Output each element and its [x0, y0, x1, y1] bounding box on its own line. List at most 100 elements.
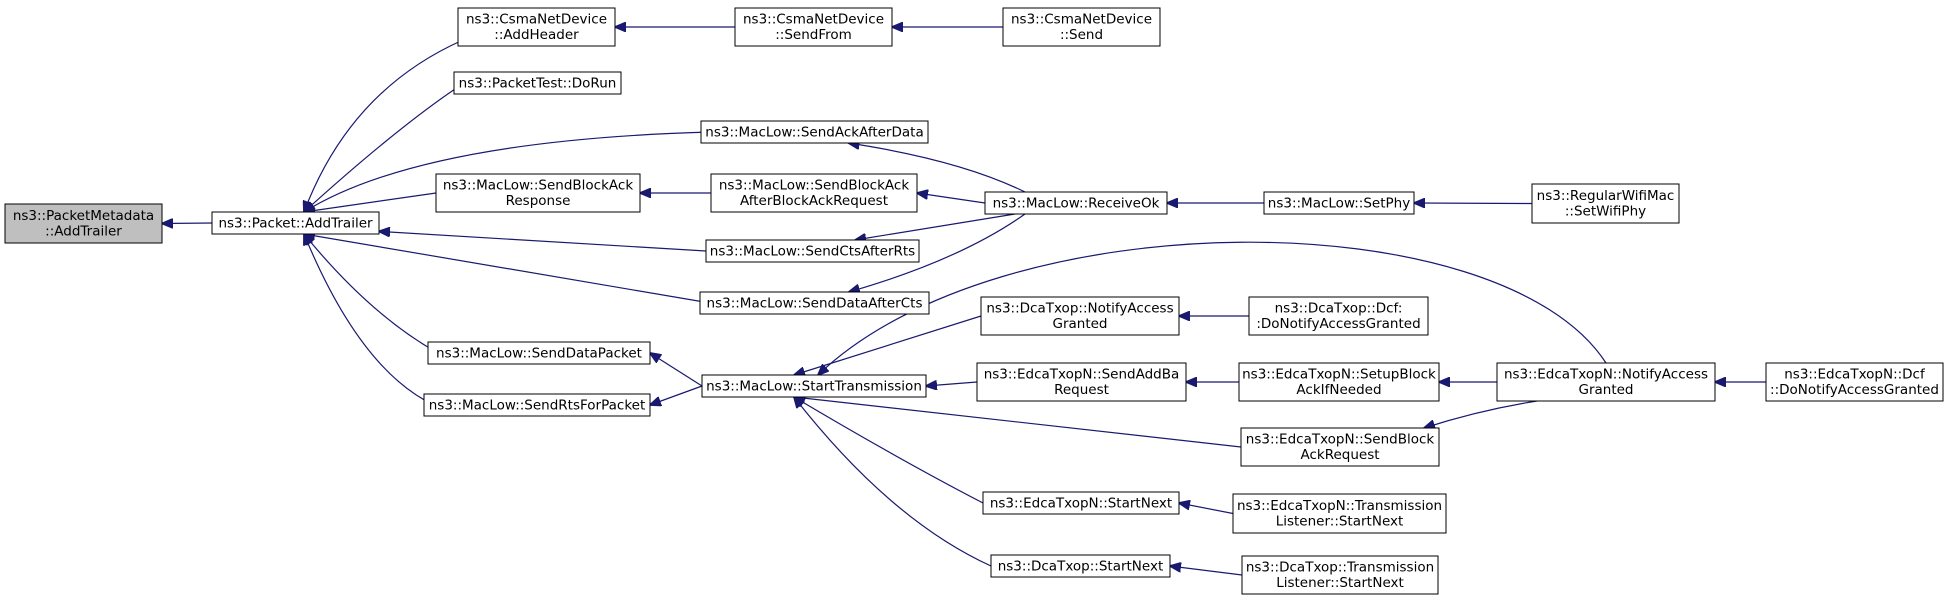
edge-senddataaftercts-to-addtrailer: [304, 234, 711, 304]
node-setphy[interactable]: ns3::MacLow::SetPhy: [1263, 191, 1415, 215]
edge-edca-notifyaccess-to-edca-sendblockackreq: [1424, 400, 1538, 428]
node-label-line: ns3::MacLow::SendBlockAck: [443, 178, 633, 194]
node-edca-startnext[interactable]: ns3::EdcaTxopN::StartNext: [982, 491, 1180, 515]
node-box: [699, 291, 930, 315]
edge-sendctsafterrts-to-addtrailer: [379, 231, 707, 252]
node-label-line: ns3::EdcaTxopN::StartNext: [990, 495, 1172, 511]
edge-dca-translistener-to-dca-startnext: [1170, 566, 1243, 576]
node-box: [423, 393, 651, 417]
edges-layer: [162, 27, 1766, 576]
edge-edca-translistener-to-edca-startnext: [1179, 503, 1234, 515]
node-box: [1248, 296, 1429, 336]
node-box: [1232, 493, 1447, 534]
edge-starttransmission-to-senddatapacket: [650, 353, 703, 387]
node-box: [1263, 191, 1415, 215]
node-box: [435, 173, 641, 213]
node-edca-notifyaccess[interactable]: ns3::EdcaTxopN::NotifyAccessGranted: [1496, 362, 1716, 402]
node-label-line: ::SendFrom: [775, 27, 852, 43]
node-receiveok[interactable]: ns3::MacLow::ReceiveOk: [984, 191, 1168, 215]
node-box: [457, 7, 616, 47]
node-dca-startnext[interactable]: ns3::DcaTxop::StartNext: [990, 554, 1171, 578]
node-dca-translistener[interactable]: ns3::DcaTxop::TransmissionListener::Star…: [1241, 555, 1439, 595]
node-label-line: Granted: [1578, 382, 1633, 398]
edge-sendackafterdata-to-addtrailer: [304, 131, 712, 212]
node-box: [701, 374, 927, 398]
node-label-line: ns3::MacLow::SendRtsForPacket: [429, 397, 646, 413]
node-label-line: ns3::CsmaNetDevice: [743, 12, 884, 28]
nodes-layer: ns3::PacketMetadata::AddTrailerns3::Pack…: [4, 7, 1944, 595]
node-starttransmission[interactable]: ns3::MacLow::StartTransmission: [701, 374, 927, 398]
node-label-line: ns3::MacLow::SendCtsAfterRts: [710, 243, 915, 259]
node-label-line: ns3::EdcaTxopN::Transmission: [1237, 498, 1442, 514]
node-label-line: ns3::MacLow::SetPhy: [1268, 195, 1410, 211]
node-label-line: ns3::MacLow::SendDataPacket: [436, 345, 642, 361]
node-label-line: ns3::MacLow::SendBlockAck: [719, 178, 909, 194]
edge-starttransmission-to-sendrtsforpacket: [650, 385, 703, 405]
node-label-line: ns3::RegularWifiMac: [1537, 188, 1675, 204]
node-label-line: ns3::EdcaTxopN::Dcf: [1784, 367, 1926, 383]
node-label-line: ::DoNotifyAccessGranted: [1770, 382, 1939, 398]
edge-addtrailer-to-root: [162, 223, 213, 224]
node-box: [984, 191, 1168, 215]
node-sendrtsforpacket[interactable]: ns3::MacLow::SendRtsForPacket: [423, 393, 651, 417]
node-csma-send[interactable]: ns3::CsmaNetDevice::Send: [1002, 7, 1161, 47]
edge-packettest-to-addtrailer: [304, 82, 465, 212]
node-label-line: AckIfNeeded: [1296, 382, 1381, 398]
edge-edca-sendblockackreq-to-starttransmission: [794, 397, 1242, 448]
node-dca-notifyaccess[interactable]: ns3::DcaTxop::NotifyAccessGranted: [980, 296, 1180, 336]
node-box: [4, 203, 163, 244]
node-csma-addheader[interactable]: ns3::CsmaNetDevice::AddHeader: [457, 7, 616, 47]
node-label-line: ns3::EdcaTxopN::NotifyAccess: [1504, 367, 1708, 383]
node-label-line: ns3::Packet::AddTrailer: [218, 215, 373, 231]
node-label-line: ::AddTrailer: [45, 224, 122, 240]
node-senddatapacket[interactable]: ns3::MacLow::SendDataPacket: [427, 341, 651, 365]
node-label-line: ns3::PacketTest::DoRun: [459, 75, 617, 91]
node-sendblockackafter[interactable]: ns3::MacLow::SendBlockAckAfterBlockAckRe…: [710, 173, 918, 213]
edge-sendblockackresponse-to-addtrailer: [304, 192, 437, 212]
node-label-line: Response: [506, 193, 571, 209]
node-label-line: ::SetWifiPhy: [1565, 204, 1646, 220]
node-dca-dcf[interactable]: ns3::DcaTxop::Dcf::DoNotifyAccessGranted: [1248, 296, 1429, 336]
node-label-line: ns3::EdcaTxopN::SendBlock: [1246, 432, 1435, 448]
node-root: ns3::PacketMetadata::AddTrailer: [4, 203, 163, 244]
node-label-line: ns3::MacLow::ReceiveOk: [993, 195, 1160, 211]
node-regularwifi[interactable]: ns3::RegularWifiMac::SetWifiPhy: [1531, 183, 1680, 224]
node-label-line: AckRequest: [1300, 447, 1379, 463]
node-label-line: ns3::MacLow::SendDataAfterCts: [707, 295, 923, 311]
node-edca-dcf[interactable]: ns3::EdcaTxopN::Dcf::DoNotifyAccessGrant…: [1765, 362, 1944, 402]
node-label-line: ns3::DcaTxop::Dcf:: [1275, 301, 1403, 317]
node-box: [980, 296, 1180, 336]
node-label-line: ::Send: [1060, 27, 1103, 43]
node-addtrailer[interactable]: ns3::Packet::AddTrailer: [211, 211, 380, 235]
node-packettest[interactable]: ns3::PacketTest::DoRun: [453, 71, 622, 95]
node-senddataaftercts[interactable]: ns3::MacLow::SendDataAfterCts: [699, 291, 930, 315]
node-label-line: ns3::PacketMetadata: [13, 208, 154, 224]
node-box: [976, 362, 1187, 402]
node-label-line: Request: [1054, 382, 1109, 398]
node-label-line: :DoNotifyAccessGranted: [1256, 316, 1420, 332]
node-label-line: ns3::EdcaTxopN::SendAddBa: [984, 367, 1180, 383]
node-label-line: ns3::DcaTxop::NotifyAccess: [986, 301, 1173, 317]
node-label-line: ns3::MacLow::StartTransmission: [706, 378, 922, 394]
node-box: [990, 554, 1171, 578]
node-sendackafterdata[interactable]: ns3::MacLow::SendAckAfterData: [700, 120, 929, 144]
node-box: [1496, 362, 1716, 402]
node-label-line: Listener::StartNext: [1276, 514, 1404, 530]
node-box: [1240, 427, 1440, 467]
edge-senddatapacket-to-addtrailer: [304, 234, 439, 354]
edge-receiveok-to-senddataaftercts: [849, 213, 1026, 292]
node-label-line: ns3::DcaTxop::Transmission: [1246, 560, 1434, 576]
node-sendctsafterrts[interactable]: ns3::MacLow::SendCtsAfterRts: [705, 239, 920, 263]
node-label-line: ns3::EdcaTxopN::SetupBlock: [1242, 367, 1436, 383]
node-edca-translistener[interactable]: ns3::EdcaTxopN::TransmissionListener::St…: [1232, 493, 1447, 534]
node-label-line: ns3::CsmaNetDevice: [1011, 12, 1152, 28]
node-box: [734, 7, 893, 47]
node-box: [705, 239, 920, 263]
node-csma-sendfrom[interactable]: ns3::CsmaNetDevice::SendFrom: [734, 7, 893, 47]
node-box: [1241, 555, 1439, 595]
edge-receiveok-to-sendblockackafter: [917, 193, 986, 204]
